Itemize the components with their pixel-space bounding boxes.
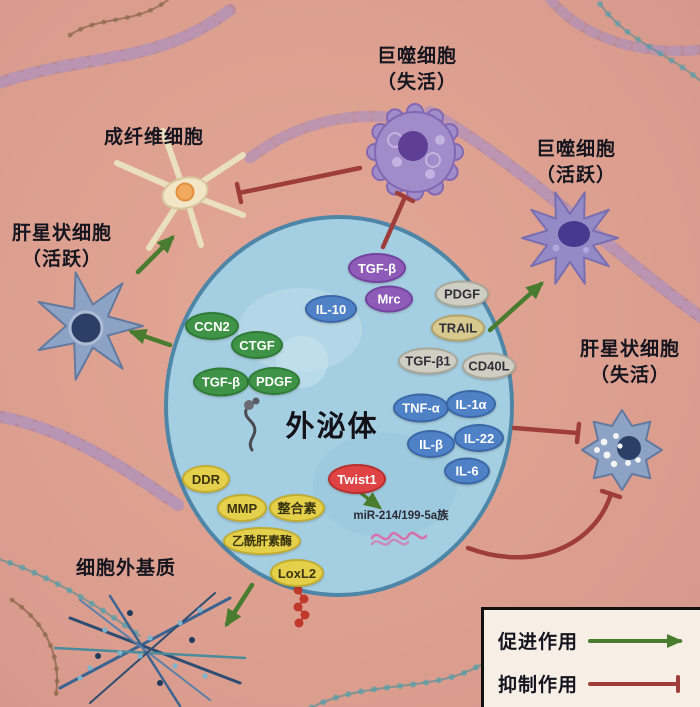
hsc-inactive-line1: 肝星状细胞: [579, 339, 681, 360]
macrophage-active-line1: 巨噬细胞: [535, 139, 617, 160]
macrophage-active-label: 巨噬细胞 （活跃）: [536, 137, 616, 189]
legend-box: 促进作用 抑制作用: [481, 607, 700, 707]
hsc-active-line2: （活跃）: [21, 249, 103, 271]
molecule-integrin: 整合素: [269, 494, 325, 522]
hsc-active-label: 肝星状细胞 （活跃）: [12, 221, 112, 273]
fibroblast-line1: 成纤维细胞: [103, 127, 205, 148]
molecule-tgfb-top: TGF-β: [348, 253, 406, 283]
molecule-pdgf-right: PDGF: [435, 280, 489, 308]
inhibit-curve-hsc-inactive: [465, 491, 614, 560]
mir-rna-squiggle: [370, 531, 428, 546]
molecule-ddr: DDR: [182, 465, 230, 493]
molecule-ctgf: CTGF: [231, 331, 283, 359]
promote-arrow-mir: [360, 492, 383, 510]
exosome-title: 外泌体: [285, 411, 379, 443]
promote-arrow-fibroblast: [135, 235, 175, 275]
macrophage-inactive-line2: （失活）: [376, 72, 458, 94]
macrophage-inactive-line1: 巨噬细胞: [376, 46, 458, 67]
molecule-twist1: Twist1: [328, 464, 386, 494]
macrophage-inactive-cell: [366, 103, 464, 201]
molecule-tnfa: TNF-α: [393, 393, 449, 423]
promote-arrow-macrophage-active: [487, 281, 544, 333]
molecule-il10: IL-10: [305, 295, 357, 323]
legend-promote-label: 促进作用: [498, 632, 579, 653]
ecm-mesh: [53, 592, 247, 707]
molecule-tgfb-left: TGF-β: [193, 367, 249, 397]
legend-inhibit-row: 抑制作用: [498, 670, 700, 697]
molecule-il1a: IL-1α: [446, 390, 496, 418]
molecule-il22: IL-22: [454, 424, 504, 452]
hsc-inactive-cell: [581, 409, 663, 491]
promote-arrow-ecm: [224, 582, 255, 628]
legend-inhibit-label: 抑制作用: [498, 675, 579, 696]
macrophage-active-cell: [521, 191, 619, 285]
promote-arrow-hsc-active: [128, 328, 173, 348]
red-molecule-chain: [293, 585, 310, 628]
legend-promote-row: 促进作用: [498, 627, 700, 654]
inhibit-line-macrophage-inactive: [380, 194, 408, 250]
molecule-tgfb1: TGF-β1: [398, 347, 458, 375]
squiggle-decoration: [244, 397, 260, 452]
molecule-heparanase: 乙酰肝素酶: [223, 527, 301, 555]
hsc-inactive-label: 肝星状细胞 （失活）: [580, 337, 680, 389]
legend-promote-arrow-icon: [588, 633, 684, 648]
molecule-il6: IL-6: [444, 457, 490, 485]
hsc-active-cell: [37, 271, 144, 381]
macrophage-active-line2: （活跃）: [535, 165, 617, 187]
promote-arrows: [128, 235, 544, 628]
molecule-ccn2: CCN2: [185, 312, 239, 340]
molecule-trail: TRAIL: [431, 314, 485, 342]
fibroblast-cell: [114, 128, 246, 251]
hsc-active-line1: 肝星状细胞: [11, 223, 113, 244]
molecule-loxl2: LoxL2: [270, 559, 324, 587]
molecule-pdgf-left: PDGF: [248, 367, 300, 395]
molecule-cd40l: CD40L: [462, 352, 516, 380]
inhibit-line-hsc-inactive: [511, 425, 581, 436]
fibroblast-label: 成纤维细胞: [104, 125, 204, 151]
inhibit-line-fibroblast: [236, 165, 363, 196]
ecm-label: 细胞外基质: [76, 556, 176, 582]
ecm-line1: 细胞外基质: [75, 558, 177, 579]
molecule-ilb: IL-β: [407, 430, 455, 458]
legend-inhibit-tbar-icon: [588, 674, 681, 693]
inhibit-arrows: [234, 165, 623, 560]
molecule-mmp: MMP: [217, 494, 267, 522]
molecule-mrc: Mrc: [365, 285, 413, 313]
mir-label: miR-214/199-5a族: [353, 510, 449, 522]
macrophage-inactive-label: 巨噬细胞 （失活）: [377, 44, 457, 96]
hsc-inactive-line2: （失活）: [589, 365, 671, 387]
